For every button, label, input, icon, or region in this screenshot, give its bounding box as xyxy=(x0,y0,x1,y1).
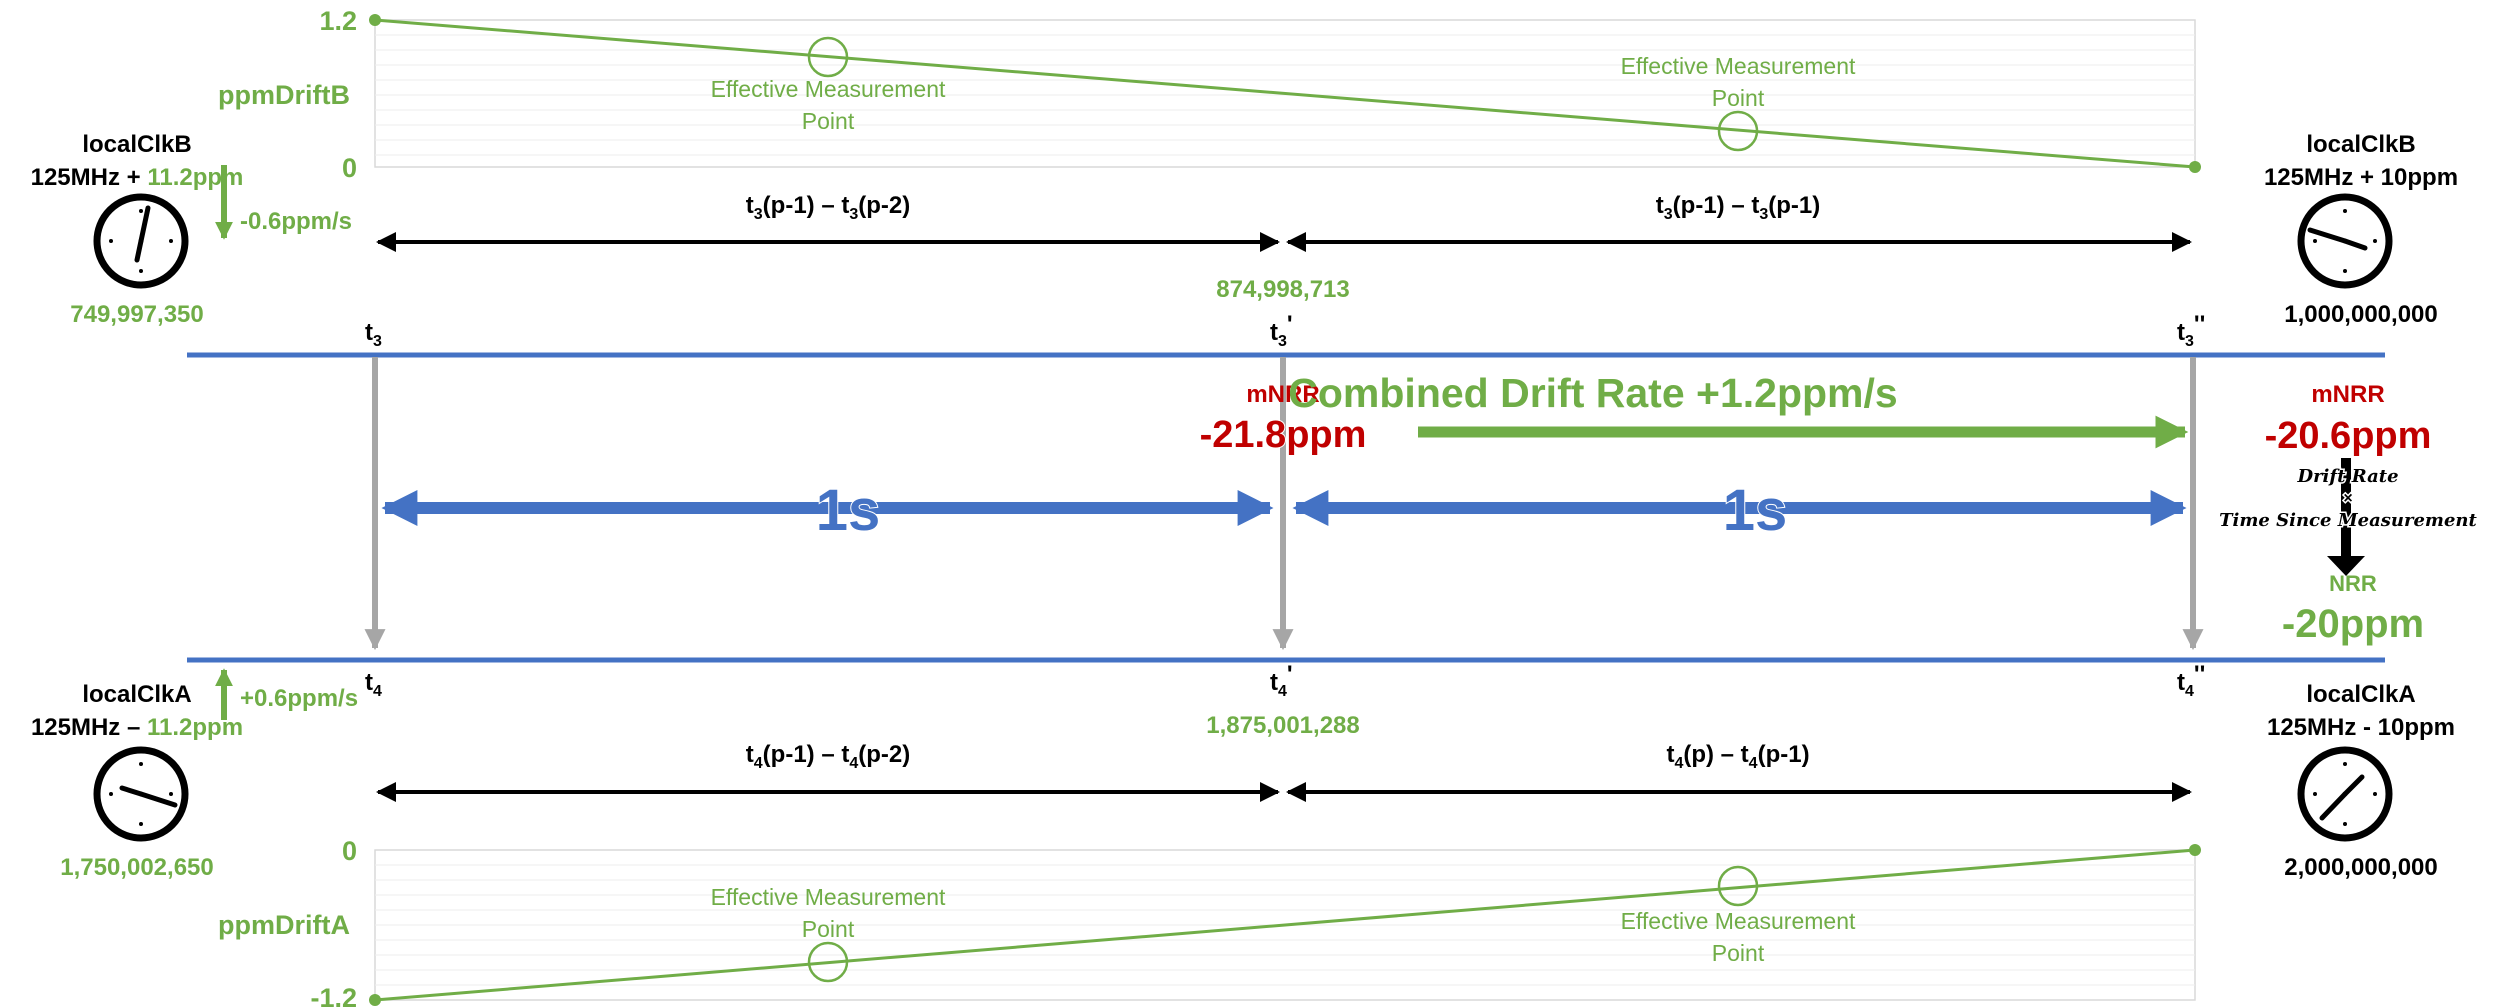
drift-a-line xyxy=(374,848,2196,1002)
y-tick-bottom: 0 xyxy=(342,153,357,183)
clock-count: 1,000,000,000 xyxy=(2284,301,2437,328)
timestamp-t3: t3 xyxy=(365,319,382,350)
measurement-point-label: Point xyxy=(802,108,855,134)
adjustment-arrow-head xyxy=(2327,556,2365,576)
nrr-label: NRR xyxy=(2329,571,2377,596)
adjustment-arrow-shaft xyxy=(2341,458,2351,556)
timestamp-t4-double-prime: t4'' xyxy=(2177,661,2205,700)
timestamp-t3-prime: t3' xyxy=(1270,311,1293,350)
clock-icon xyxy=(2297,193,2393,289)
interval-label: t3(p-1) – t3(p-1) xyxy=(1656,192,1820,223)
measurement-point-marker xyxy=(1717,865,1759,907)
nrr-adjustment: mNRR -20.6ppm Drift Rate × Time Since Me… xyxy=(2218,381,2479,646)
y-tick-top: 1.2 xyxy=(319,6,357,36)
clock-name: localClkA xyxy=(82,681,191,708)
drift-b-end-point xyxy=(2189,161,2201,173)
clock-name: localClkB xyxy=(82,131,191,158)
measurement-point-label: Point xyxy=(1712,85,1765,111)
formula-denominator: Time Since Measurement xyxy=(2219,510,2477,531)
one-second-label: 1s xyxy=(1723,478,1788,543)
chart-gridlines xyxy=(375,34,2195,156)
clock-b-left: localClkB 125MHz + 11.2ppm -0.6ppm/s 749… xyxy=(31,131,352,328)
clock-b-right: localClkB 125MHz + 10ppm 1,000,000,000 xyxy=(2264,131,2458,328)
drift-a-end-point xyxy=(2189,844,2201,856)
mnrr-label: mNRR xyxy=(1246,381,1319,408)
formula-times: × xyxy=(2343,490,2352,507)
clock-count: 749,997,350 xyxy=(70,301,203,328)
mnrr-label: mNRR xyxy=(2311,381,2384,408)
measurement-point-marker xyxy=(1717,110,1759,152)
mnrr-value: -21.8ppm xyxy=(1200,414,1367,456)
measurement-point-marker xyxy=(807,941,849,983)
clock-name: localClkB xyxy=(2306,131,2415,158)
ppm-drift-a-chart: 0 -1.2 ppmDriftA Effective Measurement P… xyxy=(218,836,2201,1007)
clock-frequency: 125MHz – 11.2ppm xyxy=(31,714,243,741)
nrr-value: -20ppm xyxy=(2282,602,2424,646)
drift-rate: -0.6ppm/s xyxy=(240,208,352,235)
timestamp-labels: t3 t3' t3'' t4 t4' t4'' xyxy=(365,311,2205,700)
clock-frequency: 125MHz + 11.2ppm xyxy=(31,164,244,191)
mnrr-value: -20.6ppm xyxy=(2265,415,2432,457)
timestamp-t4: t4 xyxy=(365,669,382,700)
clock-icon xyxy=(93,193,189,289)
drift-b-start-point xyxy=(369,14,381,26)
mid-count-top: 874,998,713 xyxy=(1216,276,1349,303)
ppm-drift-b-label: ppmDriftB xyxy=(218,80,350,110)
interval-label: t4(p) – t4(p-1) xyxy=(1666,741,1809,772)
measurement-point-label: Point xyxy=(1712,940,1765,966)
clock-icon xyxy=(2297,746,2393,842)
chart-gridlines xyxy=(375,864,2195,986)
ppm-drift-a-label: ppmDriftA xyxy=(218,910,350,940)
chart-frame xyxy=(374,19,2196,168)
interval-arrows: t3(p-1) – t3(p-2) t3(p-1) – t3(p-1) t4(p… xyxy=(376,192,2192,802)
drift-rate: +0.6ppm/s xyxy=(240,685,358,712)
one-second-label: 1s xyxy=(816,478,881,543)
clock-icon xyxy=(93,746,189,842)
interval-label: t3(p-1) – t3(p-2) xyxy=(746,192,910,223)
clock-frequency: 125MHz - 10ppm xyxy=(2267,714,2455,741)
measurement-point-label: Effective Measurement xyxy=(711,884,946,910)
one-second-arrows: 1s 1s xyxy=(381,477,2187,544)
interval-label: t4(p-1) – t4(p-2) xyxy=(746,741,910,772)
message-arrows xyxy=(364,357,2204,651)
timestamp-t4-prime: t4' xyxy=(1270,661,1293,700)
clock-name: localClkA xyxy=(2306,681,2415,708)
combined-drift-label: Combined Drift Rate +1.2ppm/s xyxy=(1288,370,1897,416)
measurement-point-marker xyxy=(807,36,849,78)
mnrr-left: mNRR -21.8ppm xyxy=(1199,381,1368,457)
clock-a-left: localClkA 125MHz – 11.2ppm +0.6ppm/s 1,7… xyxy=(31,668,358,881)
ppm-drift-b-chart: 1.2 0 ppmDriftB Effective Measurement Po… xyxy=(218,6,2201,183)
clock-a-right: localClkA 125MHz - 10ppm 2,000,000,000 xyxy=(2267,681,2455,881)
mid-count-bottom: 1,875,001,288 xyxy=(1206,712,1359,739)
measurement-point-label: Effective Measurement xyxy=(1621,53,1856,79)
drift-a-start-point xyxy=(369,994,381,1006)
timestamp-t3-double-prime: t3'' xyxy=(2177,311,2205,350)
measurement-point-label: Point xyxy=(802,916,855,942)
y-tick-bottom: -1.2 xyxy=(310,983,357,1007)
clock-count: 1,750,002,650 xyxy=(60,854,213,881)
clock-count: 2,000,000,000 xyxy=(2284,854,2437,881)
drift-b-line xyxy=(374,18,2196,169)
y-tick-top: 0 xyxy=(342,836,357,866)
clock-frequency: 125MHz + 10ppm xyxy=(2264,164,2458,191)
combined-drift: Combined Drift Rate +1.2ppm/s xyxy=(1288,370,2189,449)
measurement-point-label: Effective Measurement xyxy=(711,76,946,102)
measurement-point-label: Effective Measurement xyxy=(1621,908,1856,934)
formula-numerator: Drift Rate xyxy=(2296,466,2398,487)
